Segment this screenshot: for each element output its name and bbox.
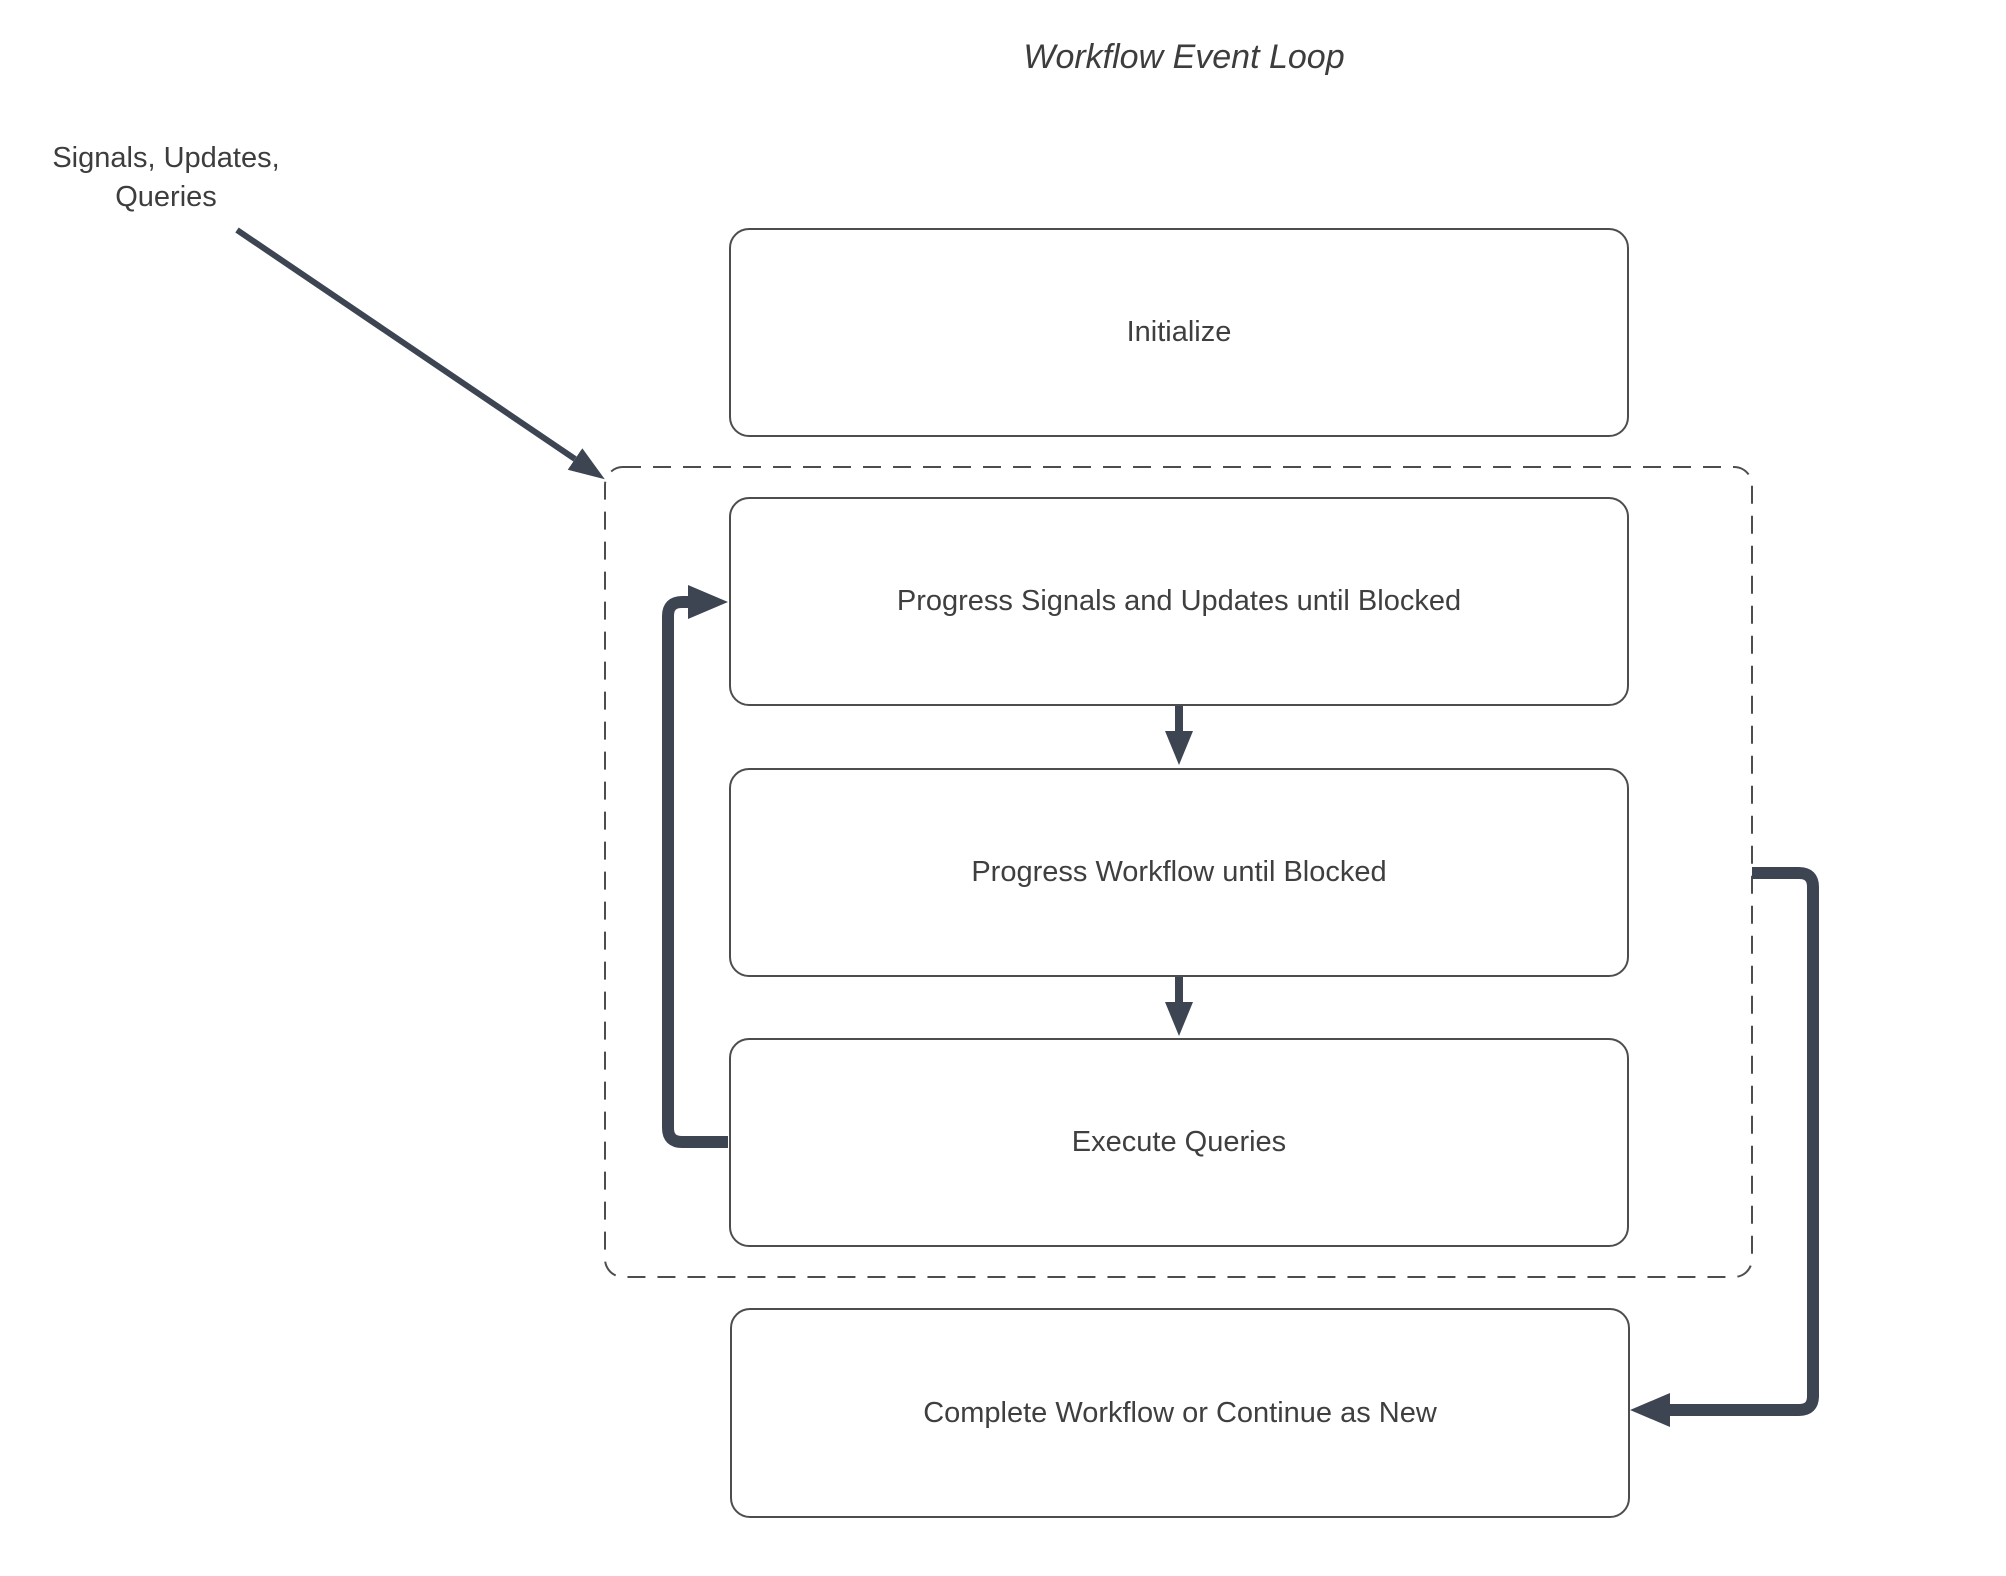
node-complete-workflow: Complete Workflow or Continue as New bbox=[730, 1308, 1630, 1518]
node-progress-signals: Progress Signals and Updates until Block… bbox=[729, 497, 1629, 706]
node-execute-queries-label: Execute Queries bbox=[1071, 1126, 1287, 1158]
annotation-line-2: Queries bbox=[115, 181, 217, 213]
node-complete-workflow-label: Complete Workflow or Continue as New bbox=[923, 1396, 1437, 1429]
annotation-signals-updates-queries: Signals, Updates, Queries bbox=[20, 139, 312, 217]
node-execute-queries: Execute Queries bbox=[729, 1038, 1629, 1247]
diagram-title: Workflow Event Loop bbox=[1023, 38, 1345, 76]
arrow-container-to-complete-workflow bbox=[1630, 867, 1819, 1427]
node-initialize: Initialize bbox=[729, 228, 1629, 437]
node-initialize-label: Initialize bbox=[1126, 316, 1232, 348]
arrow-signals-to-container bbox=[235, 227, 605, 480]
node-progress-workflow: Progress Workflow until Blocked bbox=[729, 768, 1629, 977]
node-progress-signals-label: Progress Signals and Updates until Block… bbox=[896, 585, 1462, 617]
annotation-line-1: Signals, Updates, bbox=[52, 142, 280, 174]
arrow-execute-queries-to-progress-signals bbox=[662, 585, 728, 1148]
node-progress-workflow-label: Progress Workflow until Blocked bbox=[971, 856, 1387, 888]
event-loop-container bbox=[604, 466, 1753, 1278]
